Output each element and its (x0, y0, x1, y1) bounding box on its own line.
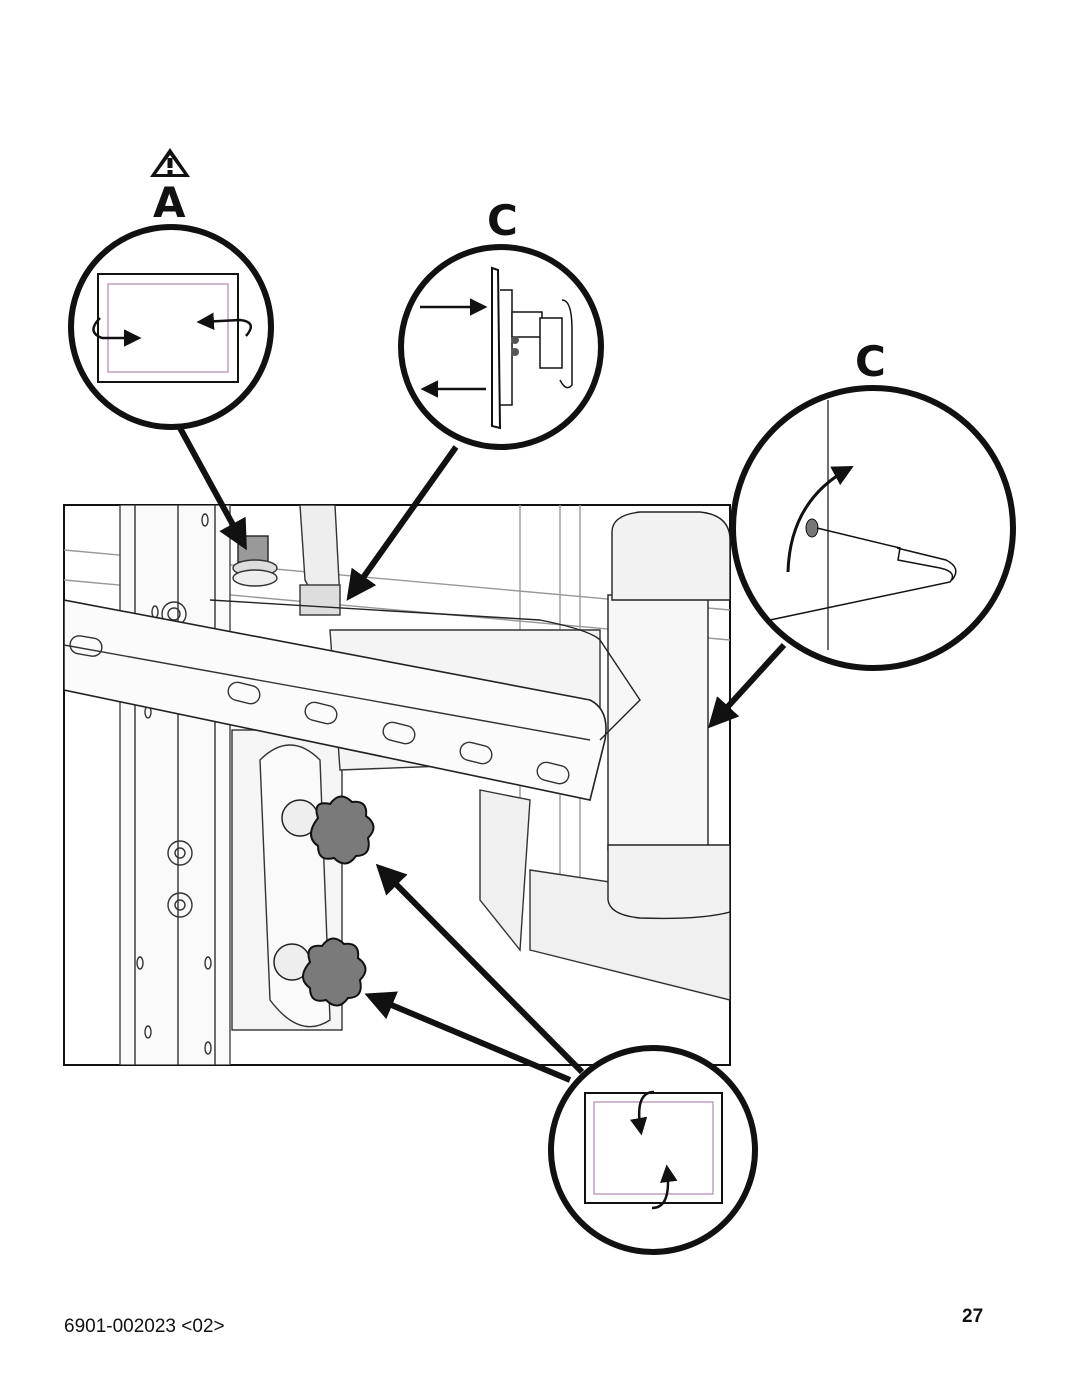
callout-label-c-right: C (855, 337, 886, 386)
page-number: 27 (962, 1306, 984, 1327)
pointer-arrow-a (177, 426, 247, 551)
main-assembly-view (63, 504, 731, 1066)
warning-triangle-icon (150, 148, 190, 177)
pointer-arrow-c-top (346, 445, 459, 601)
detail-circle-b (548, 1045, 758, 1255)
detail-circle-c-top (398, 244, 604, 450)
callout-label-a: A (153, 178, 186, 227)
document-number: 6901-002023 <02> (64, 1316, 225, 1337)
detail-circle-c-right (730, 385, 1016, 671)
tilt-knob-lower (273, 937, 367, 1007)
pointer-arrow-b-upper (375, 863, 585, 1075)
callout-label-c-top: C (487, 196, 518, 245)
tilt-knob-upper (281, 795, 375, 865)
detail-circle-a (68, 224, 274, 430)
pointer-arrow-b-lower (364, 991, 572, 1083)
pointer-arrow-c-right (707, 642, 787, 729)
